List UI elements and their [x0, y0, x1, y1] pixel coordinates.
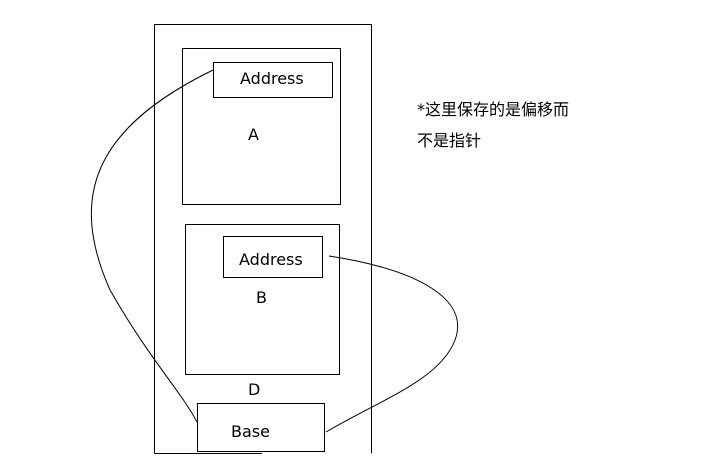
base-block — [197, 403, 325, 452]
block-a-address-field — [213, 62, 333, 98]
block-a-label: A — [248, 125, 259, 144]
offset-note-line-2: 不是指针 — [417, 131, 482, 150]
block-b-label: B — [256, 288, 267, 307]
offset-note: *这里保存的是偏移而 不是指针 — [417, 94, 569, 156]
outer-block-d-label: D — [248, 380, 261, 399]
block-a-address-label: Address — [240, 69, 304, 88]
outer-block-d — [154, 24, 372, 454]
block-b-address-label: Address — [239, 250, 303, 269]
base-label: Base — [231, 422, 270, 441]
block-b — [185, 224, 340, 375]
block-b-address-field — [223, 236, 323, 278]
offset-curve-b-to-base — [325, 255, 459, 433]
offset-curve-a-to-base — [90, 69, 214, 423]
offset-note-line-1: *这里保存的是偏移而 — [417, 100, 570, 119]
block-a — [182, 48, 341, 205]
